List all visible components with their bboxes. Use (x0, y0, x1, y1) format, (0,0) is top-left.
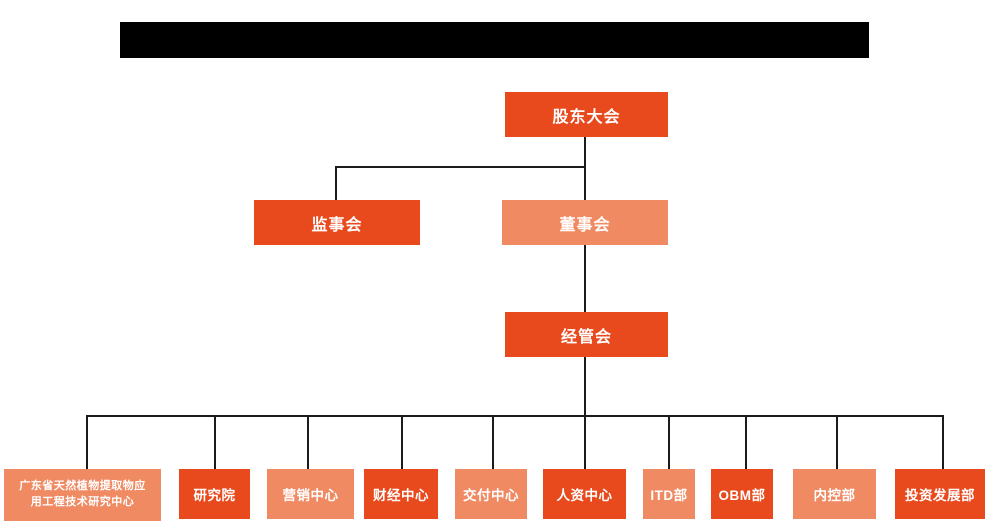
connector-management-stem (584, 357, 586, 469)
connector-to-supervisory (335, 166, 337, 200)
connector-drop-4 (401, 415, 403, 469)
connector-board-to-management (584, 245, 586, 312)
org-node-dept-hr-center: 人资中心 (543, 469, 626, 519)
org-node-dept-finance-center: 财经中心 (364, 469, 438, 519)
connector-to-board (584, 166, 586, 200)
org-node-dept-internal-control: 内控部 (793, 469, 876, 519)
connector-drop-2 (214, 415, 216, 469)
connector-drop-9 (836, 415, 838, 469)
org-node-dept-delivery-center: 交付中心 (455, 469, 527, 519)
org-node-dept-research-institute: 研究院 (179, 469, 250, 519)
connector-drop-7 (668, 415, 670, 469)
connector-drop-10 (942, 415, 944, 469)
connector-branch-horizontal (335, 166, 586, 168)
connector-drop-3 (307, 415, 309, 469)
org-node-shareholders-meeting: 股东大会 (505, 92, 668, 137)
redacted-title-bar (120, 22, 869, 58)
org-node-dept-marketing-center: 营销中心 (267, 469, 354, 519)
connector-root-stem (584, 137, 586, 168)
org-node-dept-obm: OBM部 (711, 469, 773, 519)
org-node-dept-itd: ITD部 (643, 469, 695, 519)
org-node-dept-investment-development: 投资发展部 (895, 469, 985, 519)
org-node-board-of-directors: 董事会 (502, 200, 668, 245)
org-node-supervisory-board: 监事会 (254, 200, 420, 245)
connector-drop-8 (745, 415, 747, 469)
org-node-dept-research-center: 广东省天然植物提取物应用工程技术研究中心 (4, 469, 161, 521)
connector-drop-1 (86, 415, 88, 469)
org-node-management-committee: 经管会 (505, 312, 668, 357)
connector-departments-horizontal (86, 415, 944, 417)
connector-drop-5 (492, 415, 494, 469)
